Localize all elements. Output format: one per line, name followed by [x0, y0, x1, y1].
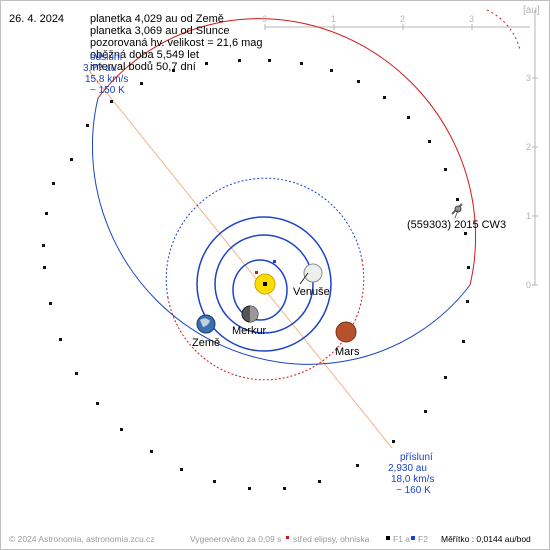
apsides-line: [89, 71, 393, 449]
info-magnitude: pozorovaná hv. velikost = 21,6 mag: [90, 37, 263, 49]
info-distance-earth: planetka 4,029 au od Země: [90, 13, 224, 25]
top-tick-label-0: 0: [262, 14, 268, 24]
venus-label: Venuše: [293, 286, 330, 298]
aphelion-speed: 15,8 km/s: [85, 74, 129, 85]
mercury-lit-side: [250, 306, 258, 322]
mars-orbit-below: [165, 177, 363, 299]
focus-f2-marker: [273, 260, 276, 263]
perihelion-temperature: ~ 160 K: [396, 485, 431, 496]
legend-f2-square: [411, 536, 415, 540]
venus-icon: [303, 263, 323, 283]
asteroid-orbit-above: [97, 18, 477, 286]
mercury-orbit: [232, 259, 288, 321]
orbit-point-markers: [42, 59, 470, 490]
footer-legend-center: střed elipsy, ohniska: [293, 534, 370, 544]
perihelion-distance: 2,930 au: [388, 463, 427, 474]
footer-generated: Vygenerováno za 0,09 s: [190, 534, 282, 544]
asteroid-orbit-dotted: [486, 9, 521, 51]
mars-label: Mars: [335, 346, 360, 358]
asteroid-label: (559303) 2015 CW3: [407, 219, 507, 231]
axes: [264, 10, 538, 286]
axis-unit-label: [au]: [523, 5, 540, 16]
info-distance-sun: planetka 3,069 au od Slunce: [90, 25, 230, 37]
perihelion-speed: 18,0 km/s: [391, 474, 435, 485]
mercury-label: Merkur: [232, 325, 267, 337]
date-label: 26. 4. 2024: [9, 13, 65, 25]
footer-copyright: © 2024 Astronomia, astronomia.zcu.cz: [9, 534, 155, 544]
footer-scale: Měřítko : 0,0144 au/bod: [441, 534, 531, 544]
earth-label: Země: [192, 337, 221, 349]
legend-center-square: [286, 536, 289, 539]
ellipse-center-marker: [255, 271, 258, 274]
venus-label-leader: [299, 272, 309, 285]
earth-orbit: [196, 216, 332, 352]
right-tick-label-3: 3: [526, 73, 532, 83]
aphelion-title: odsluní: [90, 52, 123, 63]
info-period: oběžná doba 5,549 let: [90, 49, 199, 61]
aphelion-temperature: ~ 150 K: [90, 85, 125, 96]
right-tick-label-1: 1: [526, 211, 532, 221]
top-tick-label-2: 2: [400, 14, 406, 24]
asteroid-icon: [451, 203, 463, 215]
footer-legend-f1: F1 a: [393, 534, 411, 544]
earth-clouds: [200, 318, 210, 327]
right-tick-label-2: 2: [526, 142, 532, 152]
focus-f1-marker: [263, 282, 267, 286]
footer-legend-f2: F2: [418, 534, 428, 544]
perihelion-title: přísluní: [400, 452, 433, 463]
mars-orbit-above: [167, 259, 365, 381]
top-tick-label-3: 3: [469, 14, 475, 24]
top-tick-label-1: 1: [331, 14, 337, 24]
asteroid-orbit-below: [91, 97, 471, 365]
asteroid-label-leader: [454, 209, 459, 219]
aphelion-distance: 3,?? au: [83, 63, 117, 74]
mars-icon: [335, 321, 357, 343]
venus-orbit: [214, 234, 314, 334]
legend-f1-square: [386, 536, 390, 540]
info-interval: interval bodů 50,7 dní: [90, 61, 196, 73]
right-tick-label-0: 0: [526, 280, 532, 290]
